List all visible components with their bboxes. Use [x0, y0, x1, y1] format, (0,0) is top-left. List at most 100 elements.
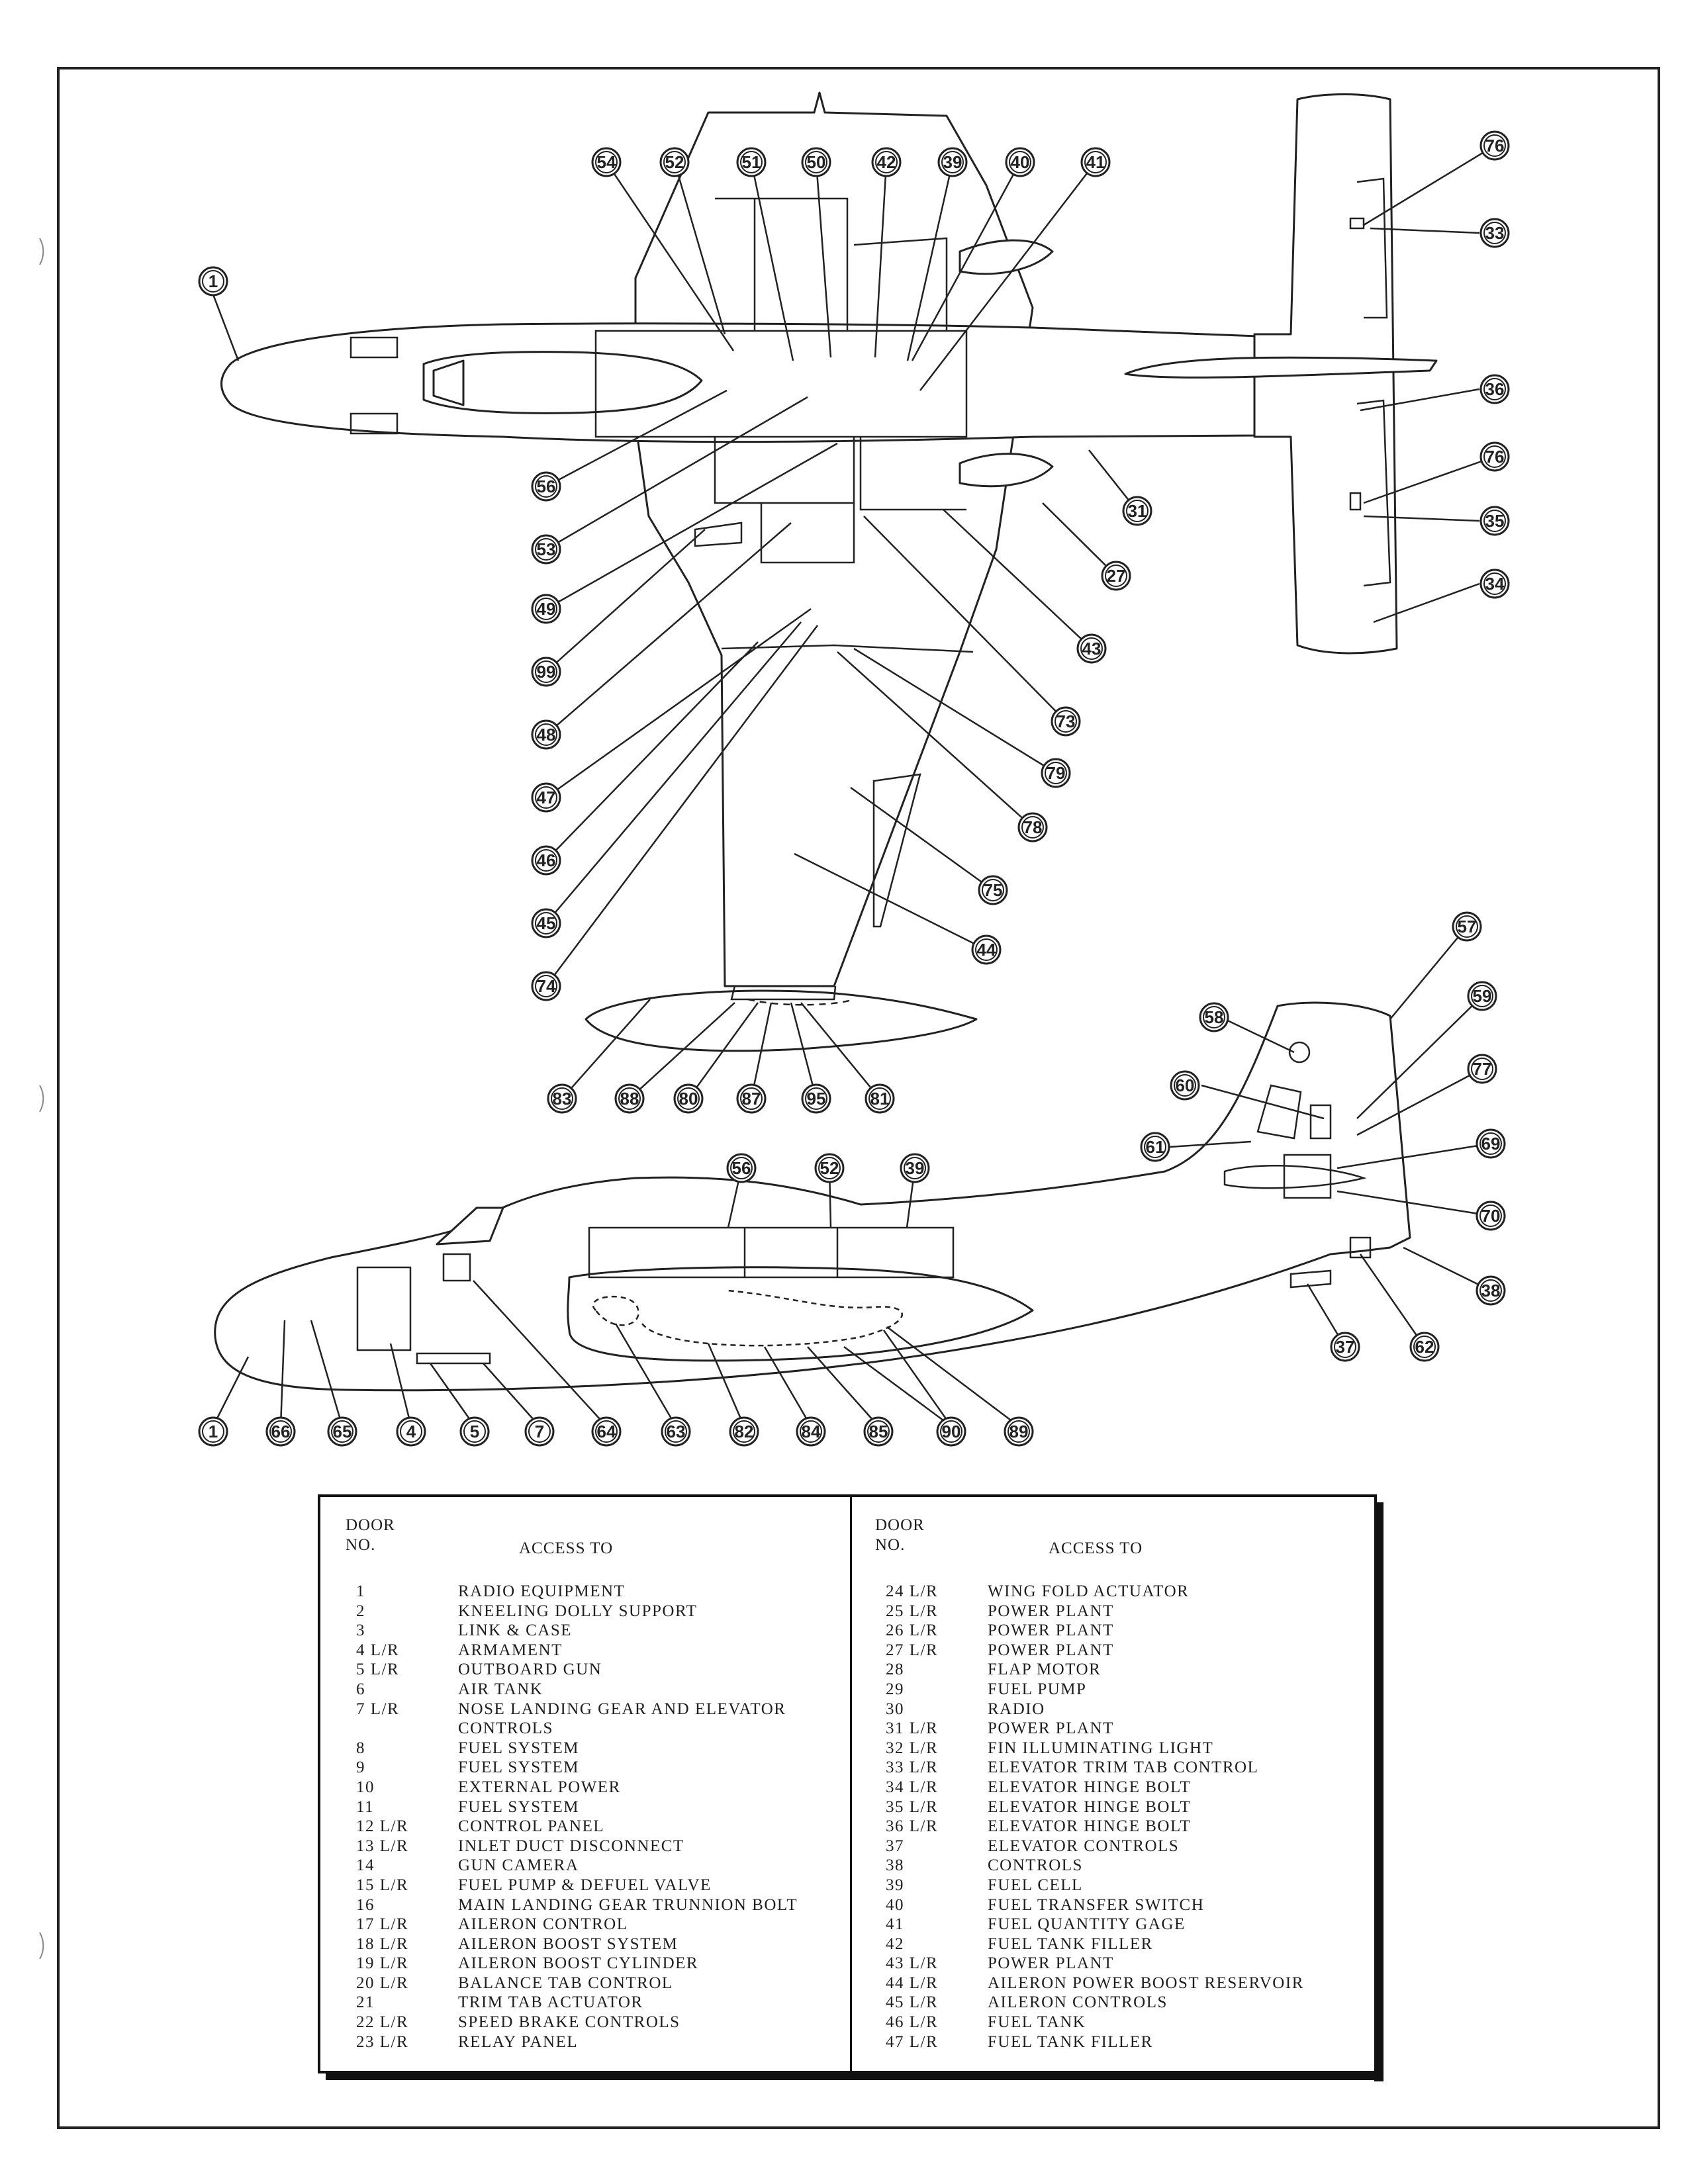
leader-lines: [212, 144, 1495, 1428]
door-number: 39: [886, 1876, 904, 1894]
callout-inner-ring: [867, 1420, 890, 1443]
callout-bubble: 59: [1467, 981, 1497, 1011]
callout-bubble: 50: [801, 147, 831, 177]
access-description: RELAY PANEL: [458, 2032, 579, 2051]
callout-label: 73: [1056, 711, 1076, 731]
door-number: 14: [356, 1856, 375, 1875]
callout-label: 50: [807, 152, 826, 172]
callout-circle: [547, 1083, 577, 1114]
callout-label: 40: [1011, 152, 1030, 172]
callout-bubble: 88: [614, 1083, 645, 1114]
access-label: ACCESS TO: [519, 1539, 614, 1557]
door-number: 34 L/R: [886, 1778, 939, 1796]
door-number: 35 L/R: [886, 1797, 939, 1816]
door-number: 33 L/R: [886, 1758, 939, 1777]
callout-inner-ring: [740, 1087, 763, 1110]
callout-label: 61: [1146, 1137, 1165, 1157]
door-number: 26 L/R: [886, 1621, 939, 1640]
callout-inner-ring: [941, 151, 964, 173]
callout-label: 47: [537, 788, 556, 807]
access-description: ELEVATOR TRIM TAB CONTROL: [988, 1758, 1259, 1777]
callout-label: 51: [742, 152, 761, 172]
callout-label: 49: [537, 599, 556, 619]
callout-label: 48: [537, 725, 556, 745]
callout-label: 60: [1176, 1075, 1195, 1095]
door-number: 32 L/R: [886, 1739, 939, 1757]
callout-label: 76: [1485, 136, 1505, 156]
callout-bubble: 73: [1051, 706, 1081, 737]
door-number: 47 L/R: [886, 2032, 939, 2051]
callout-label: 95: [807, 1089, 826, 1109]
door-number: 5 L/R: [356, 1661, 400, 1679]
callout-bubble: 65: [327, 1416, 357, 1447]
callout-label: 44: [977, 940, 996, 960]
callout-circle: [614, 1083, 645, 1114]
callout-label: 41: [1086, 152, 1105, 172]
callout-inner-ring: [1105, 565, 1127, 587]
callout-inner-ring: [535, 660, 557, 683]
callout-bubble: 87: [736, 1083, 767, 1114]
callout-circle: [661, 1416, 691, 1447]
callout-inner-ring: [595, 151, 618, 173]
callout-inner-ring: [665, 1420, 687, 1443]
callout-circle: [265, 1416, 296, 1447]
callout-circle: [1479, 441, 1510, 472]
door-number: 24 L/R: [886, 1582, 939, 1600]
callout-circle: [1199, 1002, 1229, 1032]
callout-circle: [729, 1416, 759, 1447]
door-number: 38: [886, 1856, 904, 1875]
callout-bubble: 40: [1005, 147, 1035, 177]
callout-bubble: 80: [673, 1083, 704, 1114]
callout-circle: [801, 147, 831, 177]
callout-circle: [1080, 147, 1111, 177]
callout-label: 39: [943, 152, 962, 172]
access-description: OUTBOARD GUN: [458, 1661, 602, 1679]
callout-inner-ring: [800, 1420, 822, 1443]
callout-bubble: 7: [524, 1416, 555, 1447]
page-border: [57, 67, 1660, 2129]
callout-circle: [736, 147, 767, 177]
callout-bubble: 78: [1017, 812, 1048, 842]
access-description: POWER PLANT: [988, 1719, 1114, 1738]
callout-circle: [863, 1416, 894, 1447]
callout-circle: [1170, 1070, 1200, 1101]
callout-inner-ring: [535, 475, 557, 498]
callout-inner-ring: [535, 538, 557, 561]
callout-circle: [1330, 1332, 1360, 1362]
callout-inner-ring: [805, 151, 827, 173]
side-panel-lines: [356, 1084, 1372, 1365]
callout-inner-ring: [535, 723, 557, 746]
callout-label: 37: [1336, 1337, 1355, 1357]
callout-bubble: 37: [1330, 1332, 1360, 1362]
callout-label: 70: [1481, 1206, 1501, 1226]
callout-circle: [1076, 633, 1107, 664]
callout-bubble: 51: [736, 147, 767, 177]
callout-bubble: 52: [659, 147, 690, 177]
callout-circle: [796, 1416, 826, 1447]
callout-circle: [1476, 1201, 1506, 1231]
callout-bubble: 70: [1476, 1201, 1506, 1231]
callout-label: 27: [1107, 566, 1126, 586]
door-number: 10: [356, 1778, 375, 1796]
door-number: 28: [886, 1661, 904, 1679]
callout-bubble: 38: [1476, 1275, 1506, 1306]
access-description: FUEL TANK FILLER: [988, 2032, 1153, 2051]
access-label: ACCESS TO: [1049, 1539, 1143, 1557]
callout-inner-ring: [551, 1087, 573, 1110]
door-number: 15 L/R: [356, 1876, 409, 1894]
callout-bubble: 49: [531, 594, 561, 624]
access-description: SPEED BRAKE CONTROLS: [458, 2013, 680, 2032]
callout-bubble: 35: [1479, 506, 1510, 536]
